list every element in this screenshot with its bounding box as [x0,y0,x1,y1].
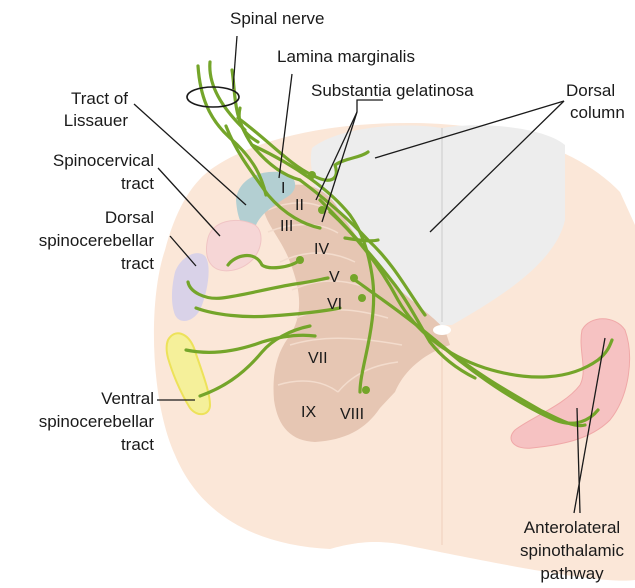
lamina-i-label: I [281,180,285,197]
spinal-nerve-ring [187,87,239,107]
substantia-gelatinosa-label: Substantia gelatinosa [311,81,474,100]
lamina-marginalis-label: Lamina marginalis [277,47,415,66]
lamina-ix-label: IX [301,404,316,421]
spinocervical-label-line2: tract [121,174,154,193]
lamina-vi-label: VI [327,296,342,313]
lamina-v-label: V [329,269,340,286]
tract-of-lissauer-label-line1: Tract of [71,89,128,108]
ventral-spinocerebellar-label-line2: spinocerebellar [39,412,155,431]
lamina-viii-label: VIII [340,406,364,423]
ventral-spinocerebellar-label-line3: tract [121,435,154,454]
spinothalamic-label-line1: Anterolateral [524,518,620,537]
spinal-nerve-label: Spinal nerve [230,9,325,28]
lamina-iii-label: III [280,218,293,235]
lamina-iv-label: IV [314,241,329,258]
lamina-ii-label: II [295,197,304,214]
spinothalamic-label-line2: spinothalamic [520,541,624,560]
lamina-vii-label: VII [308,350,328,367]
spinocervical-label-line1: Spinocervical [53,151,154,170]
dorsal-spinocerebellar-label-line1: Dorsal [105,208,154,227]
central-canal [433,325,451,335]
dorsal-spinocerebellar-label-line3: tract [121,254,154,273]
spinothalamic-label-line3: pathway [540,564,604,583]
ventral-spinocerebellar-label-line1: Ventral [101,389,154,408]
dorsal-column-label-line1: Dorsal [566,81,615,100]
dorsal-spinocerebellar-label-line2: spinocerebellar [39,231,155,250]
dorsal-column-label-line2: column [570,103,625,122]
tract-of-lissauer-label-line2: Lissauer [64,111,129,130]
